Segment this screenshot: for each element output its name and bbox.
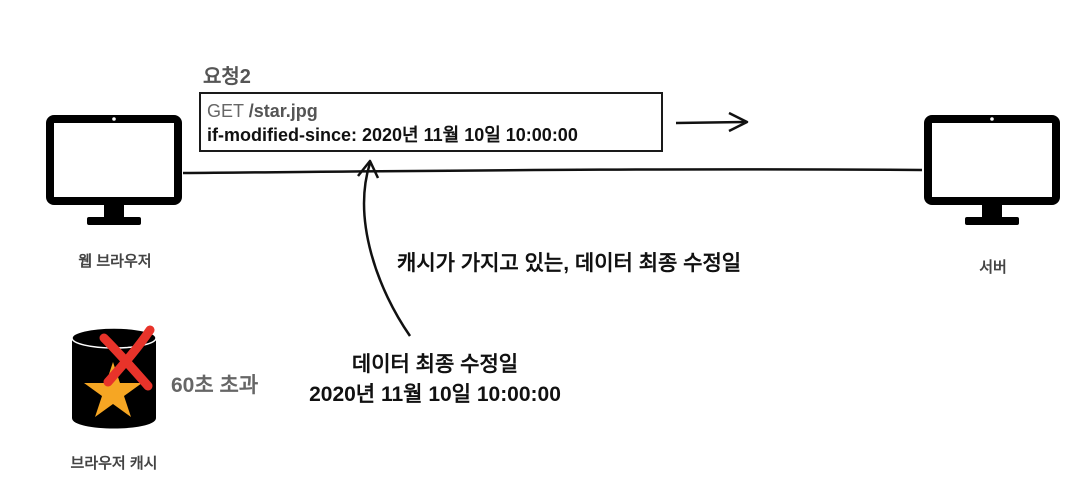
pointer-arrowhead xyxy=(357,159,380,179)
expired-x-icon xyxy=(99,325,155,391)
request-arrowhead xyxy=(728,111,749,133)
cache-status-text: 60초 초과 xyxy=(171,374,259,397)
last-modified-value: 2020년 11월 10일 10:00:00 xyxy=(309,383,561,406)
connection-line xyxy=(182,168,923,175)
request-header-line: if-modified-since: 2020년 11월 10일 10:00:0… xyxy=(207,125,578,145)
request-box: GET /star.jpg if-modified-since: 2020년 1… xyxy=(199,92,663,152)
last-modified-title: 데이터 최종 수정일 xyxy=(351,353,519,376)
last-modified-caption: 데이터 최종 수정일 2020년 11월 10일 10:00:00 xyxy=(285,350,585,410)
cache-cylinder-icon xyxy=(71,327,157,429)
request-arrow xyxy=(675,120,745,125)
server-label: 서버 xyxy=(979,259,1007,276)
client-label: 웹 브라우저 xyxy=(78,253,152,270)
request-line: GET /star.jpg xyxy=(207,99,655,123)
server-monitor-icon xyxy=(924,115,1060,225)
cache-note: 캐시가 가지고 있는, 데이터 최종 수정일 xyxy=(397,252,742,275)
cache-label: 브라우저 캐시 xyxy=(70,455,158,472)
request-path: /star.jpg xyxy=(248,101,318,121)
client-monitor-icon xyxy=(46,115,182,225)
request-title: 요청2 xyxy=(203,66,251,88)
star-icon xyxy=(84,362,142,417)
pointer-arrow xyxy=(362,162,412,337)
request-method: GET xyxy=(207,101,244,121)
